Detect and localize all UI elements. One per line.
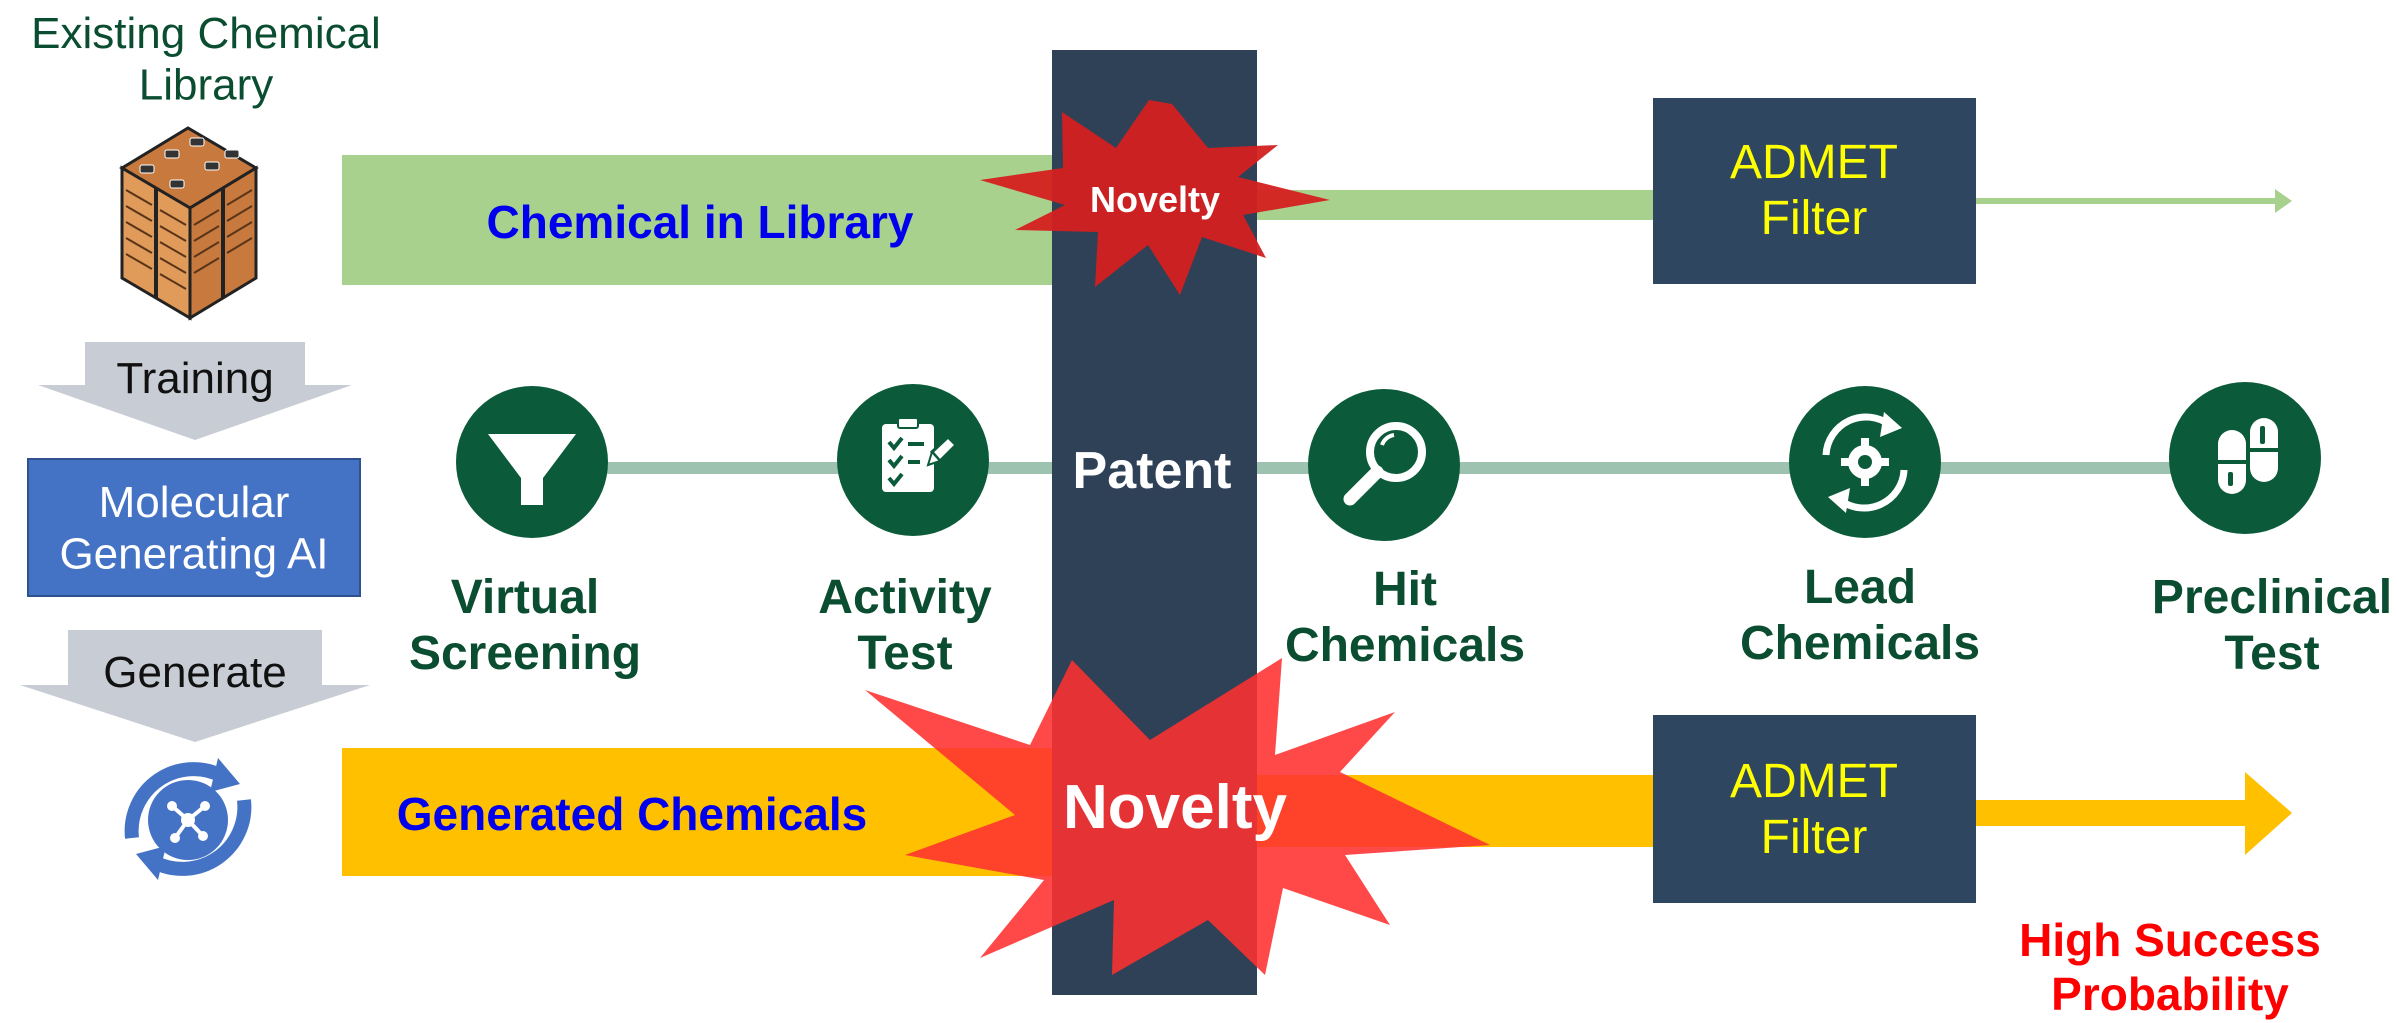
novelty-label-bottom: Novelty [1063,773,1287,842]
patent-label: Patent [1073,442,1232,500]
generated-band-label: Generated Chemicals [397,788,867,840]
stage-activity-test [837,384,989,536]
training-label: Training [116,354,273,403]
funnel-icon [488,434,576,505]
library-output-arrowhead [2275,189,2292,213]
pills-icon [2218,418,2278,494]
stage-preclinical-test [2169,382,2321,534]
novelty-starburst-top [980,100,1330,295]
checklist-pencil-icon [882,417,959,492]
novelty-label-top: Novelty [1090,179,1220,220]
admet-filter-box-bottom [1653,715,1976,903]
stage-hit-chemicals [1308,389,1460,541]
generated-output-arrowhead [2245,772,2292,855]
stage-virtual-screening [456,386,608,538]
stage-circle [1308,389,1460,541]
molecule-cycle-icon [124,758,252,880]
library-band-label: Chemical in Library [487,196,914,248]
training-arrow [38,342,352,440]
server-rack-icon [119,126,259,321]
generate-label: Generate [103,648,286,697]
molecular-generating-ai-box [27,458,361,597]
magnifier-icon [1343,422,1426,506]
admet-filter-box-top [1653,98,1976,284]
novelty-starburst-bottom [865,658,1490,975]
generate-arrow [20,630,370,742]
gear-refresh-icon [1822,412,1908,513]
generated-output-band [1975,800,2245,826]
library-band [342,155,1072,285]
stage-lead-chemicals [1789,386,1941,538]
